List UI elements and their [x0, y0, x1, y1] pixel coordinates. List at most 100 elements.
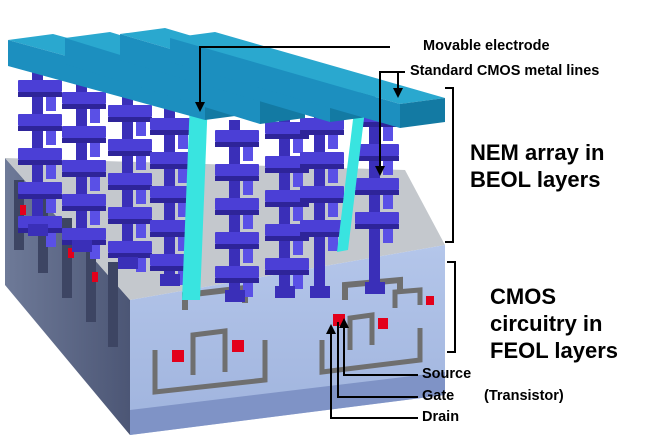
nem-tip: [136, 258, 146, 272]
nem-beam-shadow: [355, 156, 399, 161]
nem-beam: [150, 152, 194, 164]
metal-line-top: [170, 32, 445, 104]
nem-beam: [18, 148, 62, 160]
cmos-circuitry-label-line2: circuitry in: [490, 311, 603, 336]
nem-tip: [243, 215, 253, 229]
nem-beam: [355, 212, 399, 224]
nem-tip: [136, 156, 146, 170]
nem-beam: [215, 266, 259, 278]
nem-beam: [108, 207, 152, 219]
nem-array-label: NEM array in BEOL layers: [470, 139, 605, 193]
nem-tip: [383, 161, 393, 175]
cmos-circuitry-label-line3: FEOL layers: [490, 338, 618, 363]
nem-beam-shadow: [150, 130, 194, 135]
nem-beam-shadow: [62, 172, 106, 177]
nem-beam: [108, 173, 152, 185]
nem-tip: [46, 233, 56, 247]
metal-line: [170, 32, 445, 128]
nem-beam: [18, 80, 62, 92]
metal-line-side: [8, 40, 205, 120]
drain-label: Drain: [422, 409, 460, 425]
metal-line-side: [65, 38, 260, 124]
nem-beam-shadow: [108, 185, 152, 190]
nem-beam-shadow: [150, 198, 194, 203]
source-label: Source: [422, 366, 472, 382]
nem-beam-shadow: [265, 202, 309, 207]
nem-beam-shadow: [108, 253, 152, 258]
nem-beam: [62, 194, 106, 206]
nem-beam: [62, 92, 106, 104]
nem-column: [300, 108, 344, 298]
nem-column: [18, 70, 62, 247]
movable-electrode-leader: [199, 46, 390, 105]
nem-beam-shadow: [215, 210, 259, 215]
nem-foot: [118, 257, 138, 269]
nem-tip: [293, 139, 303, 153]
movable-electrode-pillar: [182, 98, 208, 300]
nem-beam-shadow: [150, 164, 194, 169]
nem-beam-shadow: [265, 236, 309, 241]
nem-beam: [215, 130, 259, 142]
drain-leader: [330, 330, 418, 419]
nem-column: [265, 112, 309, 298]
nem-tip: [293, 207, 303, 221]
front-transistors: [152, 276, 434, 395]
nem-tip: [90, 109, 100, 123]
nem-beam: [18, 182, 62, 194]
nem-beam: [150, 118, 194, 130]
nem-tip: [90, 245, 100, 259]
movable-electrode-label: Movable electrode: [423, 38, 550, 54]
nem-column: [215, 120, 259, 302]
nem-beam-shadow: [150, 266, 194, 271]
nem-tip: [90, 211, 100, 225]
nem-column: [62, 82, 106, 259]
nem-beam-shadow: [355, 122, 399, 127]
nem-beam: [62, 160, 106, 172]
nem-beam: [265, 156, 309, 168]
nem-beam: [215, 198, 259, 210]
nem-tip: [328, 237, 338, 251]
nem-beam-shadow: [62, 138, 106, 143]
nem-tip: [328, 203, 338, 217]
beol-bracket: [445, 87, 454, 243]
metal-line-end: [400, 98, 445, 128]
standard-cmos-metal-lines-label: Standard CMOS metal lines: [410, 63, 600, 79]
nem-tip: [293, 173, 303, 187]
nem-tip: [46, 165, 56, 179]
cmos-circuitry-label: CMOS circuitry in FEOL layers: [490, 283, 618, 364]
nem-beam-shadow: [215, 142, 259, 147]
nem-beam: [150, 220, 194, 232]
nem-tip: [136, 122, 146, 136]
nem-column: [108, 95, 152, 272]
nem-beam-shadow: [150, 232, 194, 237]
callouts: [199, 46, 456, 419]
nem-beam-shadow: [108, 219, 152, 224]
nem-tip: [178, 237, 188, 251]
nem-beam: [300, 220, 344, 232]
nem-beam: [18, 114, 62, 126]
nem-beam-shadow: [108, 151, 152, 156]
nem-tip: [383, 127, 393, 141]
nem-beam-shadow: [265, 134, 309, 139]
nem-beam: [265, 258, 309, 270]
nem-beam-shadow: [300, 130, 344, 135]
nem-beam: [265, 224, 309, 236]
nem-tip: [178, 169, 188, 183]
nem-beam-shadow: [300, 232, 344, 237]
nem-beam-shadow: [215, 278, 259, 283]
nem-beam-shadow: [265, 270, 309, 275]
nem-beam: [62, 126, 106, 138]
nem-foot: [310, 286, 330, 298]
nem-tip: [46, 199, 56, 213]
nem-foot: [275, 286, 295, 298]
callout-arrowheads: [195, 88, 403, 334]
nem-array-label-line2: BEOL layers: [470, 167, 601, 192]
nem-beam: [62, 228, 106, 240]
metal-lines-leader-b: [397, 71, 405, 92]
nem-beam: [215, 232, 259, 244]
gate-leader: [337, 322, 418, 398]
movable-electrode-pillar: [337, 102, 366, 252]
nem-beam: [150, 186, 194, 198]
nem-tip: [243, 147, 253, 161]
